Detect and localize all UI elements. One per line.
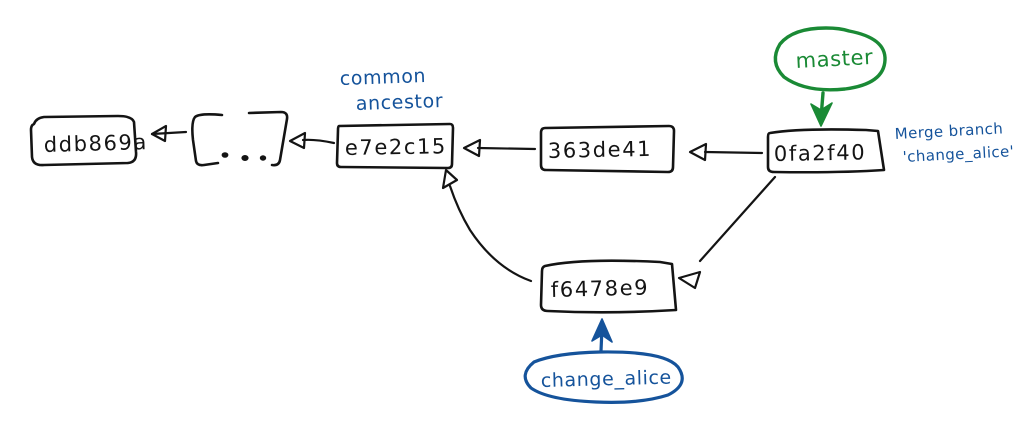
annotation-line-2: 'change_alice' — [902, 142, 1014, 167]
arrowhead-open — [462, 138, 482, 158]
bracket-open — [191, 113, 224, 167]
commit-node-363de41[interactable]: 363de41 — [539, 124, 676, 174]
commit-box-outline — [539, 259, 678, 314]
branch-pointer-change-alice[interactable]: change_alice — [523, 318, 684, 404]
arrowhead-open — [441, 168, 459, 190]
ellipsis-dots — [221, 152, 267, 161]
edge-line — [150, 130, 188, 136]
commit-node-ddb869a[interactable]: ddb869a — [29, 114, 148, 167]
arrowhead-open — [288, 131, 307, 150]
branch-arrowhead — [591, 318, 613, 343]
branch-ellipse-outline — [773, 26, 887, 92]
commit-box-outline — [766, 128, 886, 174]
edge-line — [703, 150, 764, 155]
edge-ellipsis-to-ddb869a — [150, 124, 188, 143]
branch-pointer-master[interactable]: master — [773, 26, 887, 127]
edge-line — [698, 175, 777, 263]
commit-box-outline — [539, 124, 676, 174]
branch-ellipse-outline — [523, 350, 684, 404]
commit-hash-label: ddb869a — [43, 130, 148, 157]
commit-hash-label: f6478e9 — [551, 275, 650, 302]
annotation-merge-message: Merge branch 'change_alice' — [894, 119, 1014, 167]
annotation-line-1: Merge branch — [894, 119, 1003, 143]
edge-line — [301, 138, 336, 145]
commit-box-outline — [29, 114, 138, 167]
annotation-common-ancestor: common ancestor — [339, 65, 443, 115]
edge-line-curved — [448, 184, 533, 283]
edge-0fa2f40-to-363de41 — [688, 142, 764, 162]
branch-arrowhead — [810, 102, 833, 127]
commit-hash-label: 0fa2f40 — [774, 140, 867, 166]
commit-box-outline — [335, 122, 455, 170]
commit-hash-label: e7e2c15 — [345, 134, 447, 160]
ellipsis-node — [191, 110, 289, 167]
commit-node-0fa2f40[interactable]: 0fa2f40 — [766, 128, 886, 174]
arrowhead-open — [688, 142, 708, 162]
edge-0fa2f40-to-f6478e9 — [677, 175, 777, 290]
edge-line — [476, 146, 537, 151]
annotation-line-2: ancestor — [355, 90, 443, 115]
branch-label: change_alice — [541, 367, 672, 392]
branch-label: master — [795, 45, 874, 73]
annotation-line-1: common — [339, 65, 426, 90]
commit-node-f6478e9[interactable]: f6478e9 — [539, 259, 678, 314]
edge-363de41-to-e7e2c15 — [462, 138, 537, 158]
bracket-close — [247, 110, 289, 167]
commit-node-e7e2c15[interactable]: e7e2c15 — [335, 122, 455, 170]
edge-f6478e9-to-e7e2c15 — [441, 168, 533, 283]
edge-e7e2c15-to-ellipsis — [288, 131, 336, 150]
arrowhead-open — [150, 124, 168, 143]
arrowhead-open — [677, 270, 702, 290]
commit-hash-label: 363de41 — [548, 137, 653, 163]
